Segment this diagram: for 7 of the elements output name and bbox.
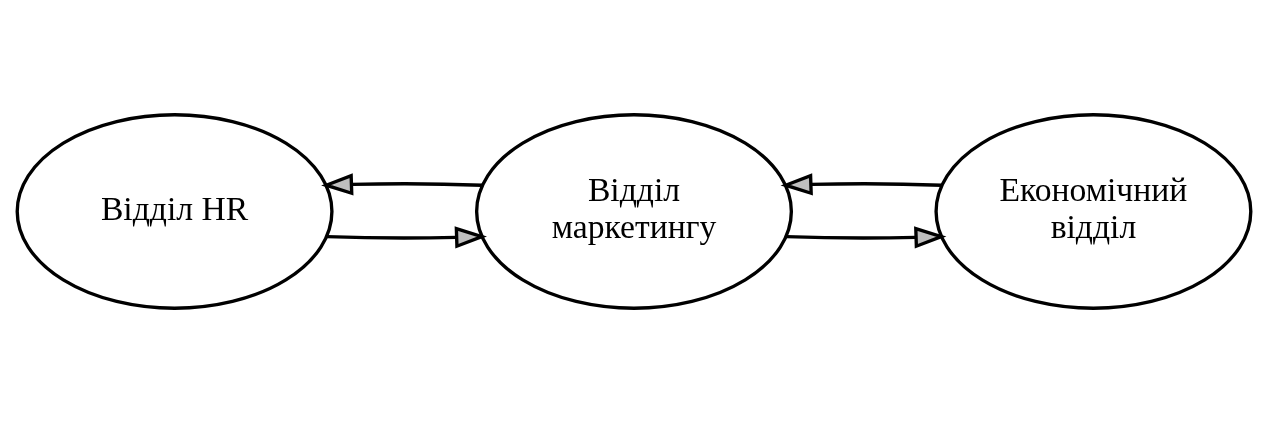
arrow <box>326 226 487 249</box>
node-ellipse: Економічний відділ <box>934 113 1253 310</box>
node-ellipse: Відділ HR <box>15 113 334 310</box>
arrow <box>786 226 947 249</box>
arrow <box>780 173 942 196</box>
node-ellipse: Відділ маркетингу <box>474 113 794 310</box>
arrow <box>321 173 483 196</box>
